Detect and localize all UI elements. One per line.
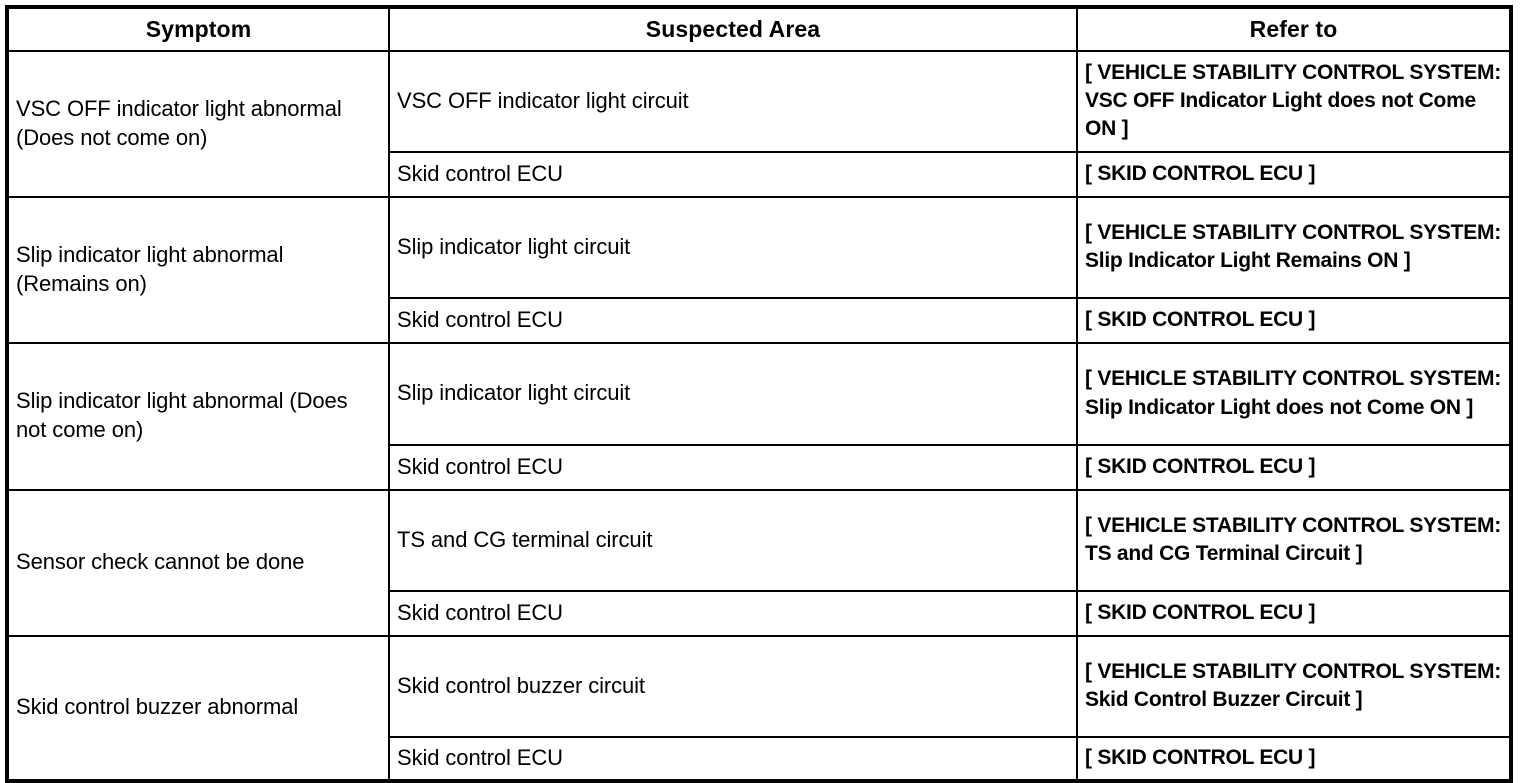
header-row: Symptom Suspected Area Refer to — [6, 6, 1512, 52]
symptom-cell: Sensor check cannot be done — [6, 489, 390, 637]
suspected-area-cell: Slip indicator light circuit — [388, 342, 1078, 446]
symptom-cell: Slip indicator light abnormal (Remains o… — [6, 196, 390, 344]
suspected-area-cell: Skid control ECU — [388, 736, 1078, 782]
table-row: Skid control ECU [ SKID CONTROL ECU ] — [7, 151, 1512, 198]
refer-to-cell: [ VEHICLE STABILITY CONTROL SYSTEM: Slip… — [1076, 342, 1512, 446]
table-row: Skid control buzzer abnormal Skid contro… — [6, 635, 1512, 782]
symptom-cell: Slip indicator light abnormal (Does not … — [6, 342, 390, 491]
suspected-area-cell: Slip indicator light circuit — [388, 196, 1078, 299]
refer-to-cell: [ SKID CONTROL ECU ] — [1076, 444, 1512, 491]
suspected-area-cell: Skid control ECU — [388, 444, 1078, 491]
table-row: Slip indicator light abnormal (Remains o… — [6, 196, 1512, 344]
table-row: Skid control ECU [ SKID CONTROL ECU ] — [7, 297, 1512, 344]
table-header: Symptom Suspected Area Refer to — [6, 6, 1512, 52]
refer-to-cell: [ VEHICLE STABILITY CONTROL SYSTEM: Slip… — [1076, 196, 1512, 299]
table-body: VSC OFF indicator light abnormal (Does n… — [6, 50, 1512, 782]
suspected-area-cell: Skid control ECU — [388, 297, 1078, 344]
suspected-area-cell: Skid control buzzer circuit — [388, 635, 1078, 738]
refer-to-cell: [ SKID CONTROL ECU ] — [1076, 297, 1512, 344]
column-header-symptom: Symptom — [6, 6, 390, 52]
table-row: VSC OFF indicator light abnormal (Does n… — [6, 50, 1512, 198]
diagnostic-trouble-table-sheet: Symptom Suspected Area Refer to VSC OFF … — [5, 5, 1513, 783]
symptom-diagnosis-table: Symptom Suspected Area Refer to VSC OFF … — [5, 5, 1513, 783]
column-header-suspected-area: Suspected Area — [388, 6, 1078, 52]
table-row: Skid control ECU [ SKID CONTROL ECU ] — [7, 444, 1512, 491]
table-row: Skid control ECU [ SKID CONTROL ECU ] — [7, 590, 1512, 637]
refer-to-cell: [ SKID CONTROL ECU ] — [1076, 736, 1512, 782]
symptom-cell: Skid control buzzer abnormal — [6, 635, 390, 782]
table-row: Skid control ECU [ SKID CONTROL ECU ] — [7, 736, 1512, 782]
suspected-area-cell: TS and CG terminal circuit — [388, 489, 1078, 592]
suspected-area-cell: Skid control ECU — [388, 151, 1078, 198]
refer-to-cell: [ SKID CONTROL ECU ] — [1076, 151, 1512, 198]
column-header-refer-to: Refer to — [1076, 6, 1512, 52]
table-row: Sensor check cannot be done TS and CG te… — [6, 489, 1512, 637]
symptom-cell: VSC OFF indicator light abnormal (Does n… — [6, 50, 390, 198]
suspected-area-cell: VSC OFF indicator light circuit — [388, 50, 1078, 153]
refer-to-cell: [ VEHICLE STABILITY CONTROL SYSTEM: TS a… — [1076, 489, 1512, 592]
refer-to-cell: [ VEHICLE STABILITY CONTROL SYSTEM: Skid… — [1076, 635, 1512, 738]
suspected-area-cell: Skid control ECU — [388, 590, 1078, 637]
refer-to-cell: [ SKID CONTROL ECU ] — [1076, 590, 1512, 637]
table-row: Slip indicator light abnormal (Does not … — [6, 342, 1512, 491]
refer-to-cell: [ VEHICLE STABILITY CONTROL SYSTEM: VSC … — [1076, 50, 1512, 153]
